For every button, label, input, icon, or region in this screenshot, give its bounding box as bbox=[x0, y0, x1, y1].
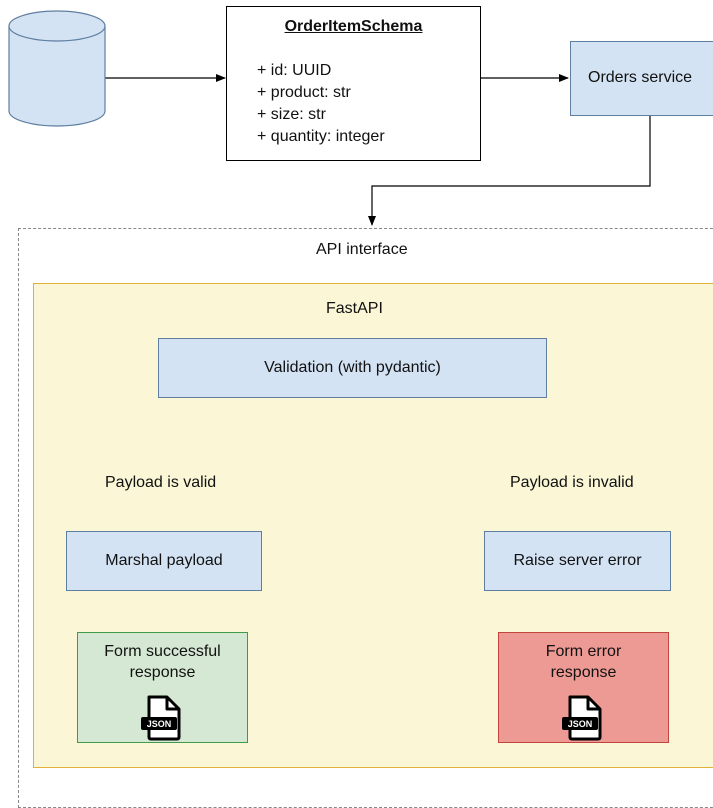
json-badge-text: JSON bbox=[147, 719, 172, 729]
error-response-box: Form error response JSON bbox=[498, 632, 669, 743]
marshal-payload-label: Marshal payload bbox=[105, 551, 223, 569]
schema-title: OrderItemSchema bbox=[284, 18, 423, 35]
success-response-line-1: Form successful bbox=[104, 643, 221, 660]
raise-server-error-box: Raise server error bbox=[484, 531, 671, 591]
success-response-box: Form successful response JSON bbox=[77, 632, 248, 743]
schema-field-product: + product: str bbox=[257, 84, 351, 101]
validation-box: Validation (with pydantic) bbox=[158, 338, 547, 398]
json-file-icon: JSON bbox=[562, 695, 602, 741]
json-badge-text: JSON bbox=[568, 719, 593, 729]
database-icon bbox=[8, 10, 106, 127]
orders-service-label: Orders service bbox=[588, 69, 693, 87]
fastapi-label: FastAPI bbox=[326, 300, 383, 317]
error-response-line-2: response bbox=[550, 664, 617, 681]
order-item-schema-box: OrderItemSchema + id: UUID + product: st… bbox=[226, 6, 481, 161]
orders-service-box: Orders service bbox=[570, 41, 713, 116]
schema-field-quantity: + quantity: integer bbox=[257, 128, 385, 145]
payload-invalid-label: Payload is invalid bbox=[510, 474, 634, 491]
validation-label: Validation (with pydantic) bbox=[264, 358, 441, 376]
api-interface-label: API interface bbox=[316, 241, 408, 258]
arrow-service-to-api bbox=[368, 116, 651, 226]
error-response-line-1: Form error bbox=[545, 643, 622, 660]
json-file-icon: JSON bbox=[141, 695, 181, 741]
marshal-payload-box: Marshal payload bbox=[66, 531, 262, 591]
raise-server-error-label: Raise server error bbox=[513, 551, 642, 569]
schema-field-size: + size: str bbox=[257, 106, 326, 123]
payload-valid-label: Payload is valid bbox=[105, 474, 217, 491]
success-response-line-2: response bbox=[129, 664, 196, 681]
schema-field-id: + id: UUID bbox=[257, 62, 332, 79]
